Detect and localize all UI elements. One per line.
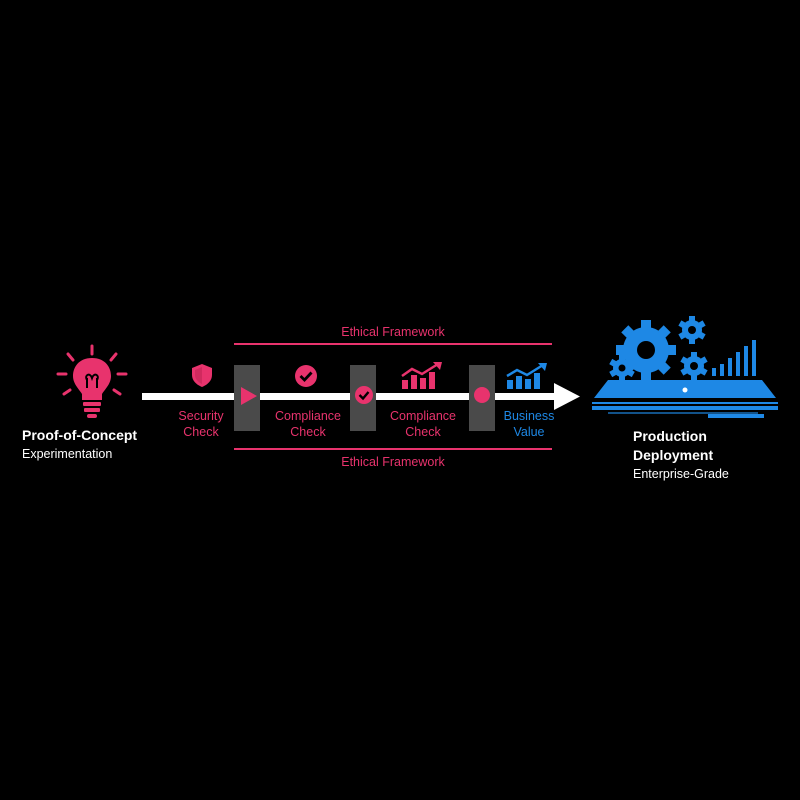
dot-icon (474, 387, 490, 403)
step-label-compliance-2: Compliance Check (389, 409, 456, 439)
framework-bottom-line (234, 448, 552, 450)
gears-platform-icon (588, 316, 778, 418)
framework-top-label: Ethical Framework (341, 325, 445, 339)
trend-chart-icon (506, 363, 547, 389)
lightbulb-icon (56, 344, 128, 418)
step-label-security: Security Check (178, 409, 224, 439)
end-subtitle: Enterprise-Grade (633, 467, 729, 481)
start-subtitle: Experimentation (22, 447, 113, 461)
start-title: Proof-of-Concept (22, 427, 138, 443)
step-label-compliance-1: Compliance Check (274, 409, 341, 439)
step-label-business-value: Business Value (503, 409, 555, 439)
pipeline-arrow-head (554, 383, 580, 410)
shield-icon (192, 364, 212, 387)
framework-bottom-label: Ethical Framework (341, 455, 445, 469)
trend-chart-icon (401, 362, 442, 389)
end-title: Production Deployment (633, 428, 714, 463)
play-icon (241, 387, 257, 405)
check-circle-icon (355, 386, 373, 404)
framework-top-line (234, 343, 552, 345)
check-circle-icon (295, 365, 317, 387)
